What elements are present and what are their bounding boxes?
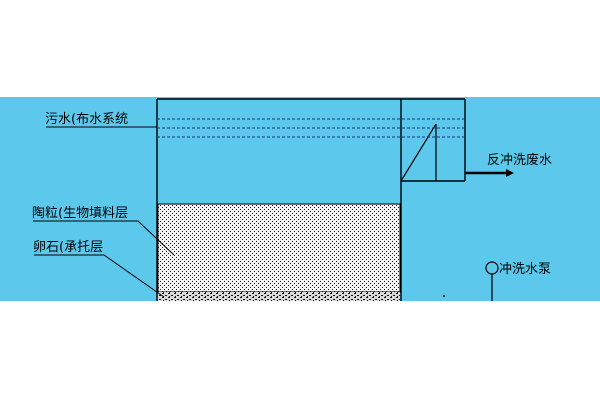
label-cobblestone-layer: 卵石(承托层 — [33, 240, 104, 255]
label-ceramsite-layer: 陶粒(生物填料层 — [32, 206, 129, 221]
diagram-band: 污水(布水系统 陶粒(生物填料层 卵石(承托层 反冲洗废水 冲洗水泵 — [0, 97, 600, 301]
backwash-arrow-head — [506, 169, 514, 177]
leader-line-cobble — [34, 254, 165, 298]
label-sewage-distribution: 污水(布水系统 — [45, 112, 129, 127]
ceramsite-media-layer — [157, 203, 401, 293]
marker-dot — [443, 295, 445, 297]
cobblestone-support-layer — [158, 292, 400, 301]
label-backwash-waste-water: 反冲洗废水 — [487, 153, 553, 168]
filter-diagram — [33, 98, 514, 301]
outlet-trough-slope — [400, 123, 437, 182]
leader-line-ceramsite — [33, 220, 175, 256]
pump-circle — [485, 261, 499, 275]
label-backwash-pump: 冲洗水泵 — [499, 262, 552, 277]
